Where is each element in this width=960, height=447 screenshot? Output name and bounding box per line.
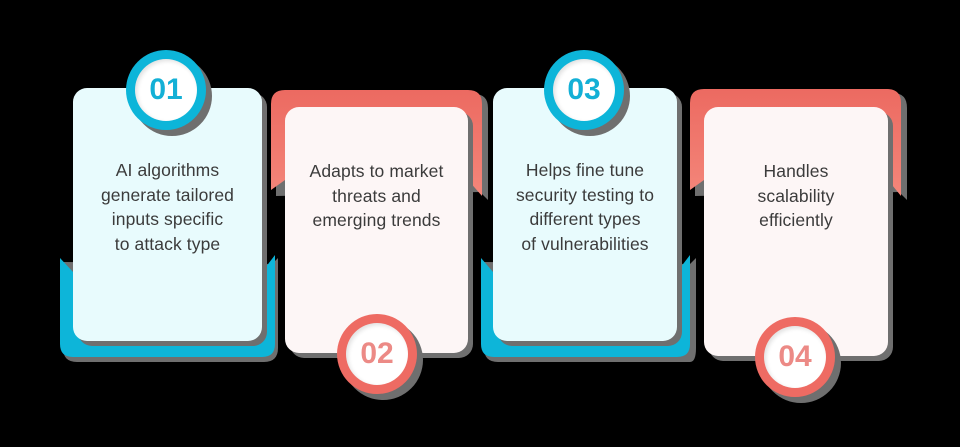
step-1-description: AI algorithms generate tailored inputs s… [73, 158, 262, 256]
step-card-2: Adapts to market threats and emerging tr… [285, 107, 468, 353]
text-line: efficiently [759, 210, 833, 230]
step-2-description: Adapts to market threats and emerging tr… [285, 159, 468, 233]
text-line: generate tailored [100, 184, 235, 205]
step-1-number: 01 [135, 59, 197, 121]
step-4-number: 04 [764, 326, 826, 388]
text-line: different types [529, 209, 641, 229]
step-1-number-badge: 01 [126, 50, 206, 130]
step-3-description: Helps fine tune security testing to diff… [493, 158, 677, 256]
step-3-number-badge: 03 [544, 50, 624, 130]
text-line: Helps fine tune [525, 160, 645, 180]
text-line: security testing to [515, 184, 655, 205]
step-card-3: Helps fine tune security testing to diff… [493, 88, 677, 341]
text-line: inputs specific [111, 209, 224, 229]
step-2-number-badge: 02 [337, 314, 417, 394]
step-4-description: Handles scalability efficiently [704, 159, 888, 233]
text-line: scalability [757, 185, 835, 206]
step-4-number-badge: 04 [755, 317, 835, 397]
text-line: to attack type [114, 233, 221, 254]
text-line: Adapts to market [309, 161, 444, 181]
step-2-number: 02 [346, 323, 408, 385]
text-line: emerging trends [312, 210, 441, 230]
step-card-4: Handles scalability efficiently [704, 107, 888, 356]
text-line: AI algorithms [115, 160, 220, 180]
text-line: threats and [332, 185, 421, 206]
text-line: Handles [763, 161, 829, 181]
step-3-number: 03 [553, 59, 615, 121]
text-line: of vulnerabilities [521, 233, 649, 254]
step-card-1: AI algorithms generate tailored inputs s… [73, 88, 262, 341]
